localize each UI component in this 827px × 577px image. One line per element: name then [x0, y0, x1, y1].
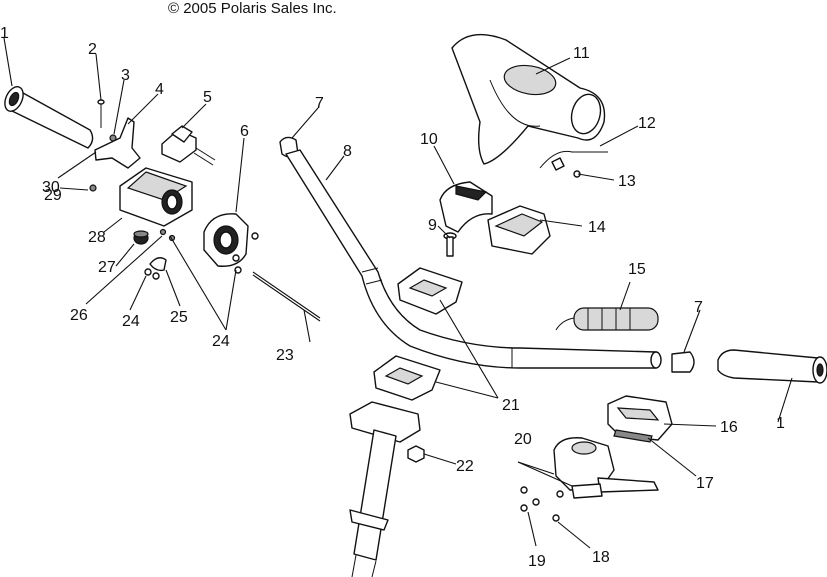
end-cap-7-right [671, 351, 695, 373]
nut-29 [89, 184, 97, 192]
bracket-4 [94, 117, 141, 169]
callout-4: 4 [155, 81, 164, 98]
bolt-18 [552, 514, 560, 522]
callout-15: 15 [628, 261, 646, 278]
callout-1-left: 1 [0, 25, 9, 42]
callout-3: 3 [121, 67, 130, 84]
pin-26 [159, 228, 176, 242]
clamp-21-upper [397, 267, 463, 315]
wire-12 [539, 150, 608, 171]
left-grip [4, 86, 94, 149]
callout-17: 17 [696, 475, 714, 492]
callout-23: 23 [276, 347, 294, 364]
callout-8: 8 [343, 143, 352, 160]
callout-7-upper: 7 [315, 95, 324, 112]
callout-1-right: 1 [776, 415, 785, 432]
callout-13: 13 [618, 173, 636, 190]
callout-9: 9 [428, 217, 437, 234]
bolt-9 [443, 232, 457, 257]
callout-10: 10 [420, 131, 438, 148]
pad-11 [451, 33, 606, 165]
callout-26: 26 [70, 307, 88, 324]
brake-cover-16 [607, 395, 673, 441]
callout-24-bottom: 24 [212, 333, 230, 350]
callout-16: 16 [720, 419, 738, 436]
cap-27 [133, 230, 149, 245]
handlebar-8 [285, 149, 662, 369]
right-grip [717, 349, 827, 384]
callout-5: 5 [203, 89, 212, 106]
callout-labels: 1 2 3 4 5 6 7 8 9 10 11 12 13 14 15 16 1… [0, 25, 785, 570]
callout-14: 14 [588, 219, 606, 236]
copyright-notice: © 2005 Polaris Sales Inc. [168, 0, 337, 17]
bolts-20 [520, 486, 564, 506]
callout-22: 22 [456, 458, 474, 475]
callout-20: 20 [514, 431, 532, 448]
cover-14 [487, 205, 551, 255]
switch-housing-28 [119, 167, 193, 227]
callout-25: 25 [170, 309, 188, 326]
clamp-21-lower [373, 355, 441, 401]
callout-7-right: 7 [694, 299, 703, 316]
leader-lines [3, 37, 793, 549]
callout-6: 6 [240, 123, 249, 140]
callout-30: 30 [42, 179, 60, 196]
screw-2 [97, 99, 105, 128]
switch-5 [161, 125, 216, 166]
throttle-cable-23 [252, 271, 321, 322]
callout-28: 28 [88, 229, 106, 246]
clip-25 [149, 257, 167, 272]
throttle-housing-6 [203, 213, 259, 267]
cover-10 [439, 181, 493, 233]
grip-15 [555, 307, 659, 331]
screws-24-left [144, 268, 160, 280]
callout-12: 12 [638, 115, 656, 132]
bolts-19 [520, 504, 528, 512]
callout-19: 19 [528, 553, 546, 570]
callout-24-left: 24 [122, 313, 140, 330]
callout-2: 2 [88, 41, 97, 58]
screws-24-right [232, 254, 242, 274]
callout-18: 18 [592, 549, 610, 566]
steering-post [349, 401, 421, 577]
callout-21: 21 [502, 397, 520, 414]
gasket-17 [613, 429, 653, 443]
callout-27: 27 [98, 259, 116, 276]
block-22 [407, 445, 425, 463]
callout-11: 11 [573, 45, 590, 62]
master-cylinder [553, 437, 659, 499]
callout-29: 29 [44, 187, 62, 204]
